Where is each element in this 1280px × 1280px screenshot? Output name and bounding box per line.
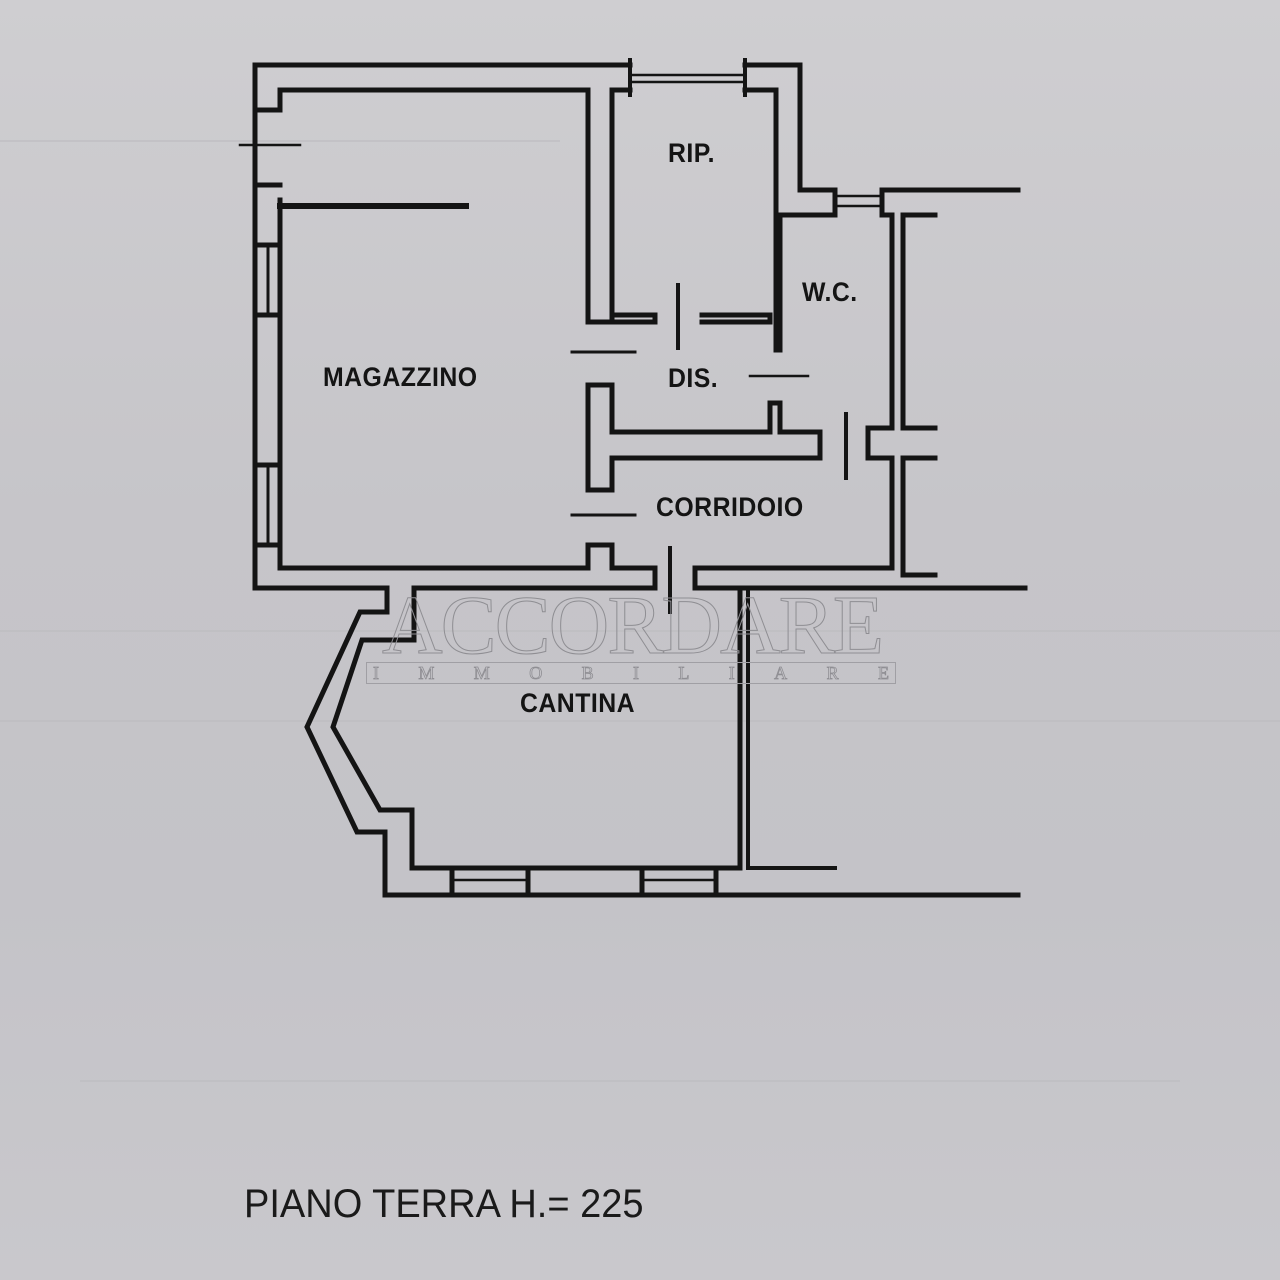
room-label-corridoio: CORRIDOIO — [656, 492, 804, 522]
bleed-through-line — [0, 720, 1280, 722]
outer-walls — [238, 58, 1021, 615]
bleed-through-line — [0, 630, 1280, 632]
room-label-rip: RIP. — [668, 138, 715, 168]
floor-caption: PIANO TERRA H.= 225 — [244, 1182, 644, 1226]
bleed-through-line — [0, 140, 560, 142]
internal-walls — [570, 187, 1028, 614]
room-label-magazzino: MAGAZZINO — [323, 362, 478, 392]
room-label-cantina: CANTINA — [520, 688, 635, 718]
cantina-walls — [304, 585, 1021, 898]
bleed-through-line — [80, 1080, 1180, 1082]
room-label-dis: DIS. — [668, 363, 719, 393]
room-label-wc: W.C. — [802, 277, 858, 307]
